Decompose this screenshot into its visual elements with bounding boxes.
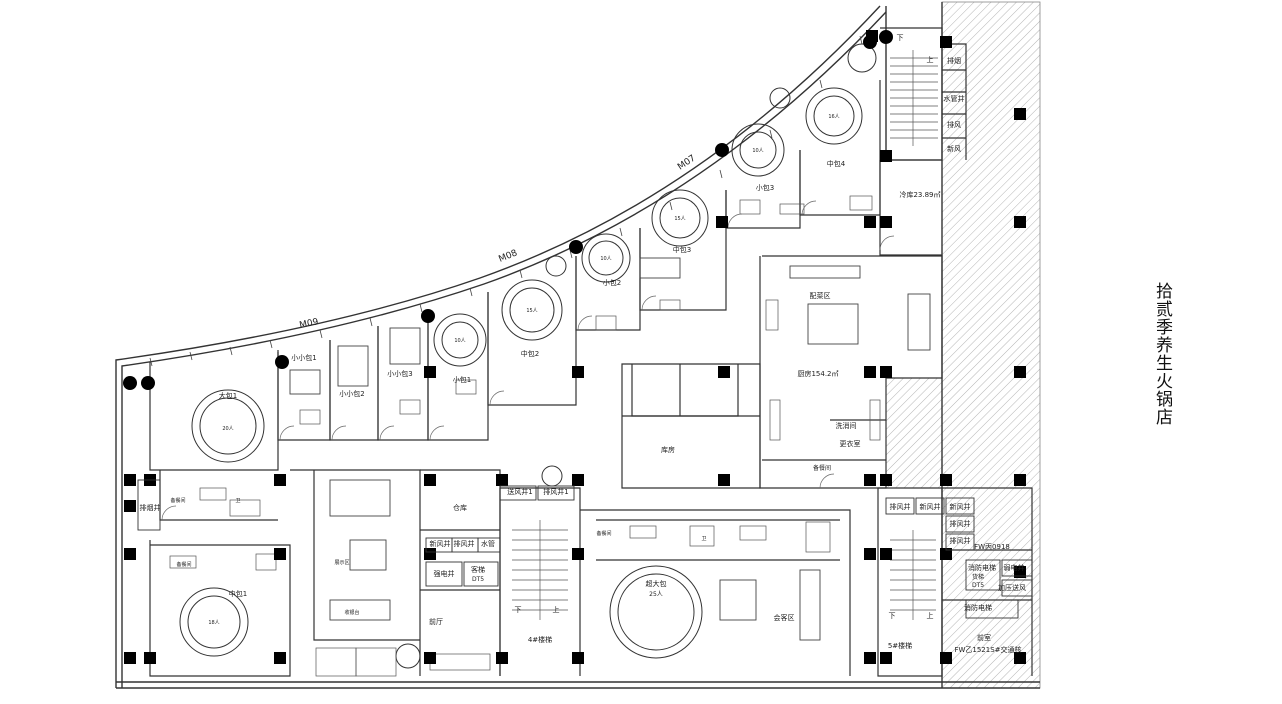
axis-label-m08: M08 — [497, 248, 519, 265]
label-ss2: 小小包2 — [339, 389, 364, 398]
label-exh-d: 排风井 — [950, 536, 971, 545]
label-super: 超大包 — [646, 579, 667, 588]
label-store: 库房 — [661, 445, 675, 454]
store-title: 拾贰季养生火锅店 — [1152, 282, 1172, 426]
label-guest: 客梯 — [471, 565, 485, 574]
label-front: 前室 — [977, 633, 991, 642]
label-kitchen: 厨房154.2㎡ — [797, 369, 838, 378]
round-columns — [123, 30, 893, 390]
label-down-3: 下 — [889, 612, 896, 620]
label-smoke-shaft: 排烟井 — [140, 503, 161, 512]
label-mid2-cap: 15人 — [526, 308, 537, 314]
stair-treads — [512, 50, 938, 620]
label-press: 加压送风 — [998, 583, 1026, 592]
label-mid1: 中包1 — [229, 589, 247, 598]
label-mid4: 中包4 — [827, 159, 846, 168]
label-exhaust2: 排风 — [947, 120, 961, 129]
label-s2: 小包2 — [603, 278, 621, 287]
label-counter: 收银台 — [344, 609, 359, 616]
label-prep: 配菜区 — [810, 291, 831, 300]
label-down-1: 下 — [897, 34, 904, 42]
label-new-a: 新风井 — [920, 502, 941, 511]
label-ss1: 小小包1 — [291, 353, 316, 362]
building-outline — [115, 2, 1040, 689]
structural-columns — [124, 30, 1026, 664]
label-s1: 小包1 — [453, 375, 471, 384]
label-strongshaft: 强电井 — [434, 569, 455, 578]
label-up-1: 上 — [927, 55, 934, 64]
facade-window-marks — [149, 35, 863, 367]
axis-label-m07: M07 — [676, 153, 698, 172]
label-mid1-cap: 18人 — [208, 620, 219, 626]
label-dt: DT5 — [972, 582, 984, 589]
label-stair4: 4#楼梯 — [528, 635, 552, 644]
door-swings — [161, 200, 895, 521]
label-s2-cap: 10人 — [600, 256, 611, 262]
rect-tables — [289, 257, 931, 641]
label-prep-room-big1: 备餐间 — [170, 497, 185, 504]
label-s3: 小包3 — [756, 183, 774, 192]
label-warehouse: 仓库 — [453, 503, 467, 512]
label-new-b: 新风井 — [950, 502, 971, 511]
label-fw: FW丙0918 — [974, 543, 1010, 551]
label-cold: 冷库23.89㎡ — [899, 190, 940, 199]
hatch-zone-court — [886, 378, 946, 488]
interior-walls — [149, 27, 1033, 677]
label-s3-cap: 10人 — [752, 148, 763, 154]
label-prep-room-mid1: 备餐间 — [176, 561, 191, 568]
label-big1: 大包1 — [219, 391, 237, 400]
label-lobby: 前厅 — [429, 617, 443, 626]
label-elec: 弱电井 — [1004, 563, 1025, 572]
label-prep-room-super: 备餐间 — [596, 530, 611, 537]
label-s1-cap: 10人 — [454, 338, 465, 344]
room-labels: 大包1 20人 中包1 18人 小小包1 小小包2 小小包3 小包1 10人 中… — [140, 34, 1027, 654]
label-change-2: 备餐间 — [813, 464, 831, 472]
label-stair5: 5#楼梯 — [888, 641, 912, 650]
label-dt5: DT5 — [472, 576, 484, 583]
label-fw2: FW乙1521S#交通核 — [954, 645, 1021, 654]
label-mid4-cap: 16人 — [828, 114, 839, 120]
label-newair: 新风 — [947, 144, 961, 153]
label-meeting: 会客区 — [774, 613, 795, 622]
label-up-3: 上 — [927, 611, 934, 620]
label-exhaust1: 排烟 — [947, 56, 961, 65]
label-super-cap: 25人 — [649, 591, 663, 598]
label-exh-a: 排风井 — [890, 502, 911, 511]
round-tables — [179, 43, 877, 669]
label-firelift2: 消防电梯 — [964, 603, 992, 612]
label-toilet-1: 卫 — [235, 498, 240, 504]
label-firelift-note: 货梯 — [972, 573, 984, 581]
label-wash: 洗消间 — [836, 421, 857, 430]
label-mid3: 中包3 — [673, 245, 691, 254]
label-ss3: 小小包3 — [387, 369, 412, 378]
label-change: 更衣室 — [840, 439, 861, 448]
label-display: 展示区 — [334, 560, 349, 566]
fixtures — [169, 195, 881, 677]
label-toilet-2: 卫 — [701, 536, 706, 542]
label-exh1: 排风井1 — [543, 487, 568, 496]
label-waterpipe: 水管井 — [944, 94, 965, 103]
label-watershaft: 水管 — [481, 539, 495, 548]
axis-label-m09: M09 — [299, 317, 320, 331]
label-down-2: 下 — [515, 606, 522, 614]
label-newshaft: 新风井 — [430, 539, 451, 548]
label-mid3-cap: 15人 — [674, 216, 685, 222]
label-big1-cap: 20人 — [222, 426, 233, 432]
label-firelift: 消防电梯 — [968, 563, 996, 572]
label-mid2: 中包2 — [521, 349, 539, 358]
shaft-boxes — [137, 479, 1033, 619]
label-exh-c: 排风井 — [950, 519, 971, 528]
label-send1: 送风井1 — [507, 487, 532, 496]
label-up-2: 上 — [553, 605, 560, 614]
label-exhshaft: 排风井 — [454, 539, 475, 548]
